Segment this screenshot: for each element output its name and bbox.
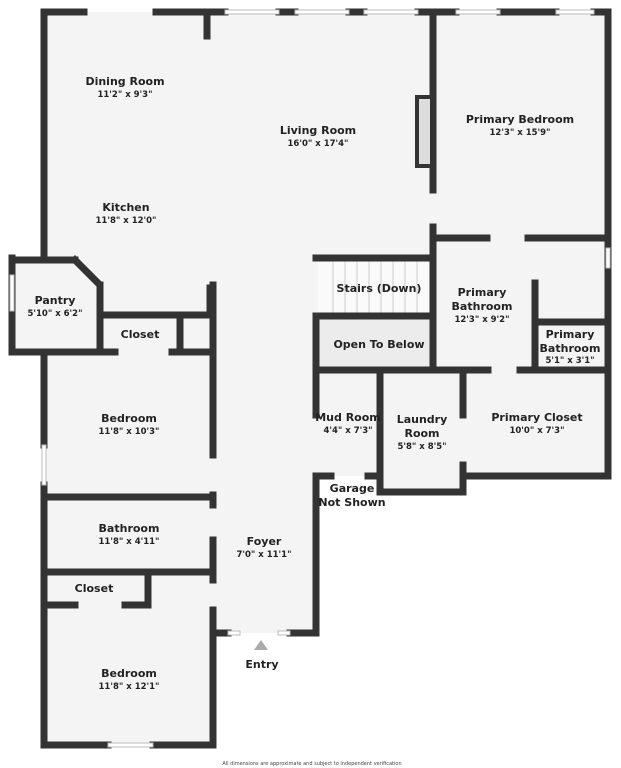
room-dims: 7'0" x 11'1" xyxy=(236,550,291,560)
room-dims: 4'4" x 7'3" xyxy=(323,426,372,436)
room-name: Primary Closet xyxy=(491,411,582,424)
room-name: Mud Room xyxy=(315,411,381,424)
room-fills xyxy=(12,12,608,745)
room-name: Primary xyxy=(546,328,595,341)
entry-arrow-icon xyxy=(254,640,268,650)
walls xyxy=(8,8,612,749)
room-name: Open To Below xyxy=(333,338,424,351)
room-dims: 5'10" x 6'2" xyxy=(27,309,82,319)
disclaimer: All dimensions are approximate and subje… xyxy=(222,761,401,767)
room-name: Bedroom xyxy=(101,667,157,680)
room-dims: 16'0" x 17'4" xyxy=(288,139,349,149)
room-name: Stairs (Down) xyxy=(337,282,422,295)
room-name: Foyer xyxy=(247,535,282,548)
windows xyxy=(9,9,611,748)
room-dims: 11'8" x 10'3" xyxy=(99,427,160,437)
room-name: Living Room xyxy=(280,124,356,137)
room-dims: 5'8" x 8'5" xyxy=(397,442,446,452)
room-labels: Dining Room 11'2" x 9'3" Living Room 16'… xyxy=(27,75,600,692)
room-name: Closet xyxy=(75,582,114,595)
room-name: Pantry xyxy=(35,294,76,307)
room-name: Bathroom xyxy=(452,300,513,313)
room-name: Kitchen xyxy=(102,201,149,214)
room-name: Room xyxy=(404,427,439,440)
room-dims: 5'1" x 3'1" xyxy=(545,356,594,366)
room-name: Primary Bedroom xyxy=(466,113,574,126)
room-name: Primary xyxy=(458,286,507,299)
garage-note: Not Shown xyxy=(318,496,385,509)
room-name: Bathroom xyxy=(99,522,160,535)
room-name: Bedroom xyxy=(101,412,157,425)
entry-label: Entry xyxy=(245,658,278,671)
room-dims: 12'3" x 15'9" xyxy=(490,128,551,138)
room-name: Dining Room xyxy=(85,75,164,88)
room-name: Laundry xyxy=(397,413,448,426)
room-name: Closet xyxy=(121,328,160,341)
room-name: Bathroom xyxy=(540,342,601,355)
stairs-treads xyxy=(332,260,418,314)
room-dims: 11'2" x 9'3" xyxy=(97,90,152,100)
room-dims: 12'3" x 9'2" xyxy=(454,315,509,325)
room-dims: 11'8" x 4'11" xyxy=(99,537,160,547)
room-dims: 11'8" x 12'1" xyxy=(99,682,160,692)
room-dims: 11'8" x 12'0" xyxy=(96,216,157,226)
garage-note: Garage xyxy=(330,482,375,495)
room-dims: 10'0" x 7'3" xyxy=(509,426,564,436)
